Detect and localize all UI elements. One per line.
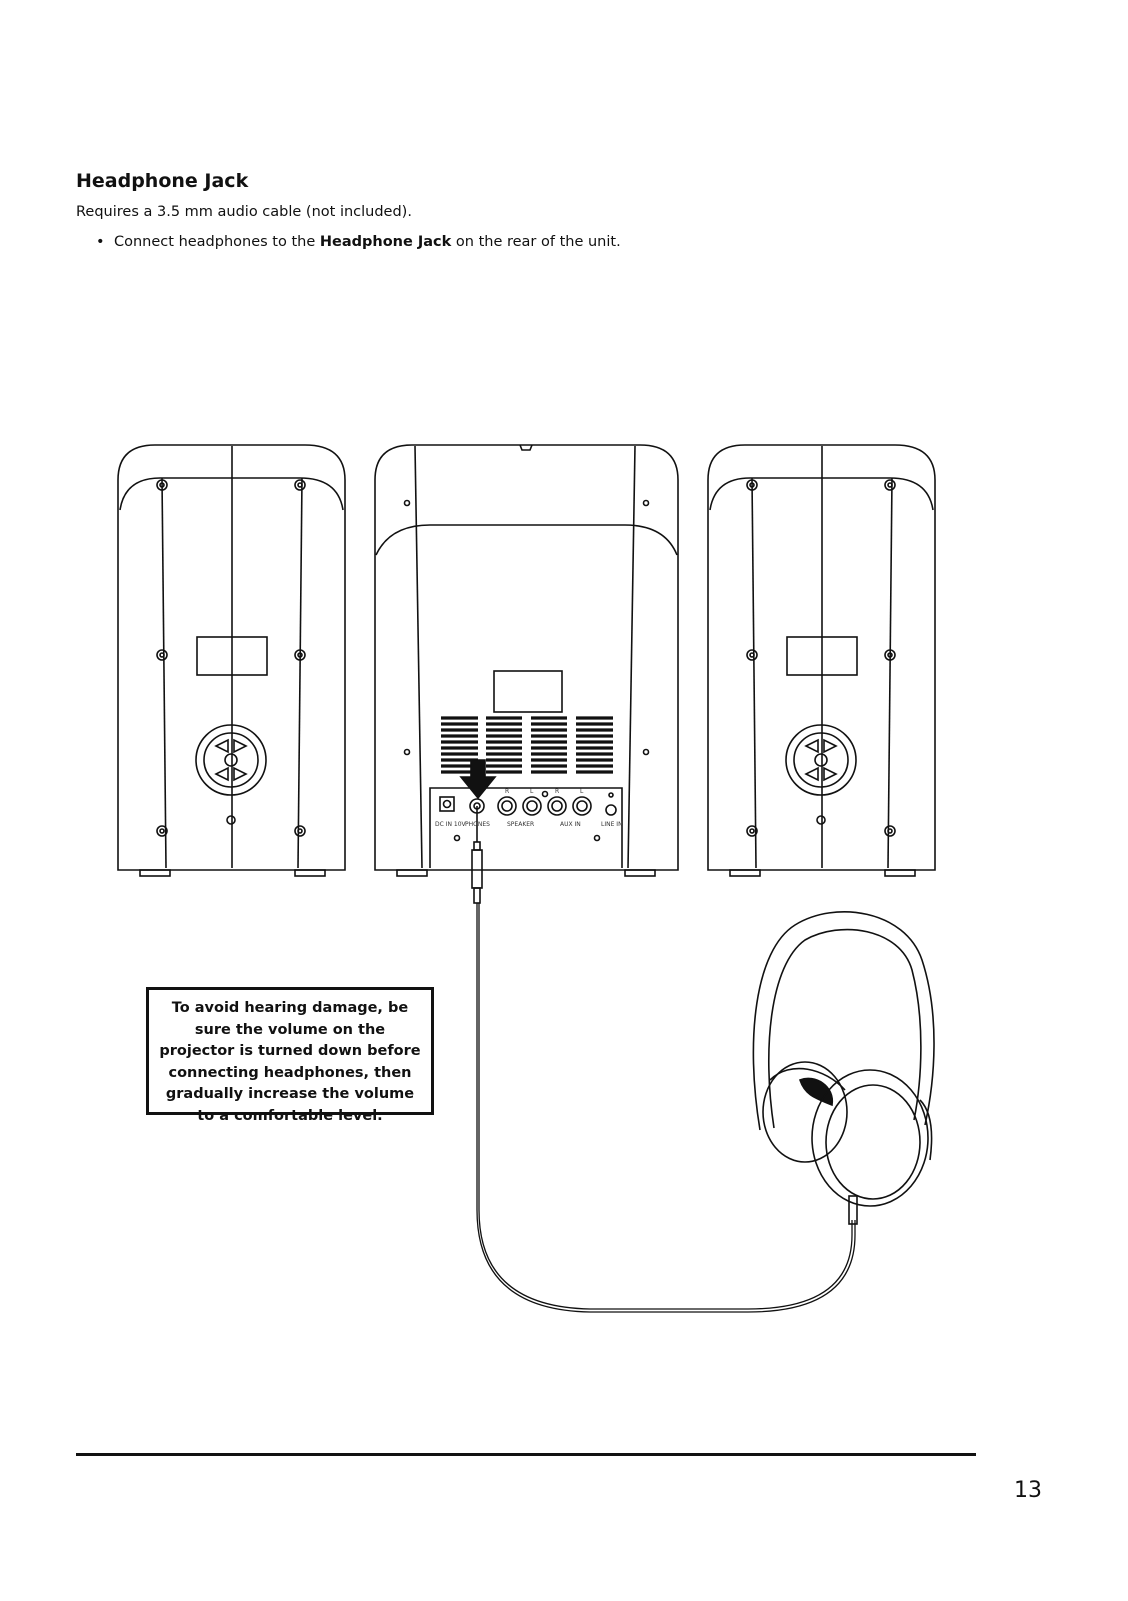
label-speaker-l: L [530, 788, 534, 795]
section-title: Headphone Jack [76, 170, 249, 192]
bullet-dot: • [96, 234, 105, 250]
hearing-warning-box: To avoid hearing damage, be sure the vol… [146, 987, 434, 1124]
label-line-in: LINE IN [601, 821, 623, 828]
footer-divider [76, 1453, 976, 1456]
label-aux-r: R [555, 788, 559, 795]
headphones-illustration [752, 911, 935, 1225]
label-speaker-r: R [505, 788, 509, 795]
label-speaker: SPEAKER [507, 821, 534, 828]
bullet-suffix: on the rear of the unit. [451, 234, 621, 250]
left-speaker-illustration [117, 444, 346, 877]
main-unit-illustration [374, 444, 679, 877]
label-phones: PHONES [465, 821, 490, 828]
label-dc-in: DC IN 10V [435, 821, 467, 828]
right-speaker-illustration [707, 444, 936, 877]
audio-cable-illustration [471, 806, 856, 1313]
down-arrow-icon [459, 759, 497, 800]
label-aux-l: L [580, 788, 584, 795]
label-aux-in: AUX IN [560, 821, 581, 828]
intro-text: Requires a 3.5 mm audio cable (not inclu… [76, 204, 412, 220]
instruction-bullet: • Connect headphones to the Headphone Jac… [96, 234, 621, 250]
bullet-emphasis: Headphone Jack [319, 234, 452, 250]
page-number: 13 [1014, 1478, 1042, 1503]
bullet-prefix: Connect headphones to the [114, 234, 320, 250]
